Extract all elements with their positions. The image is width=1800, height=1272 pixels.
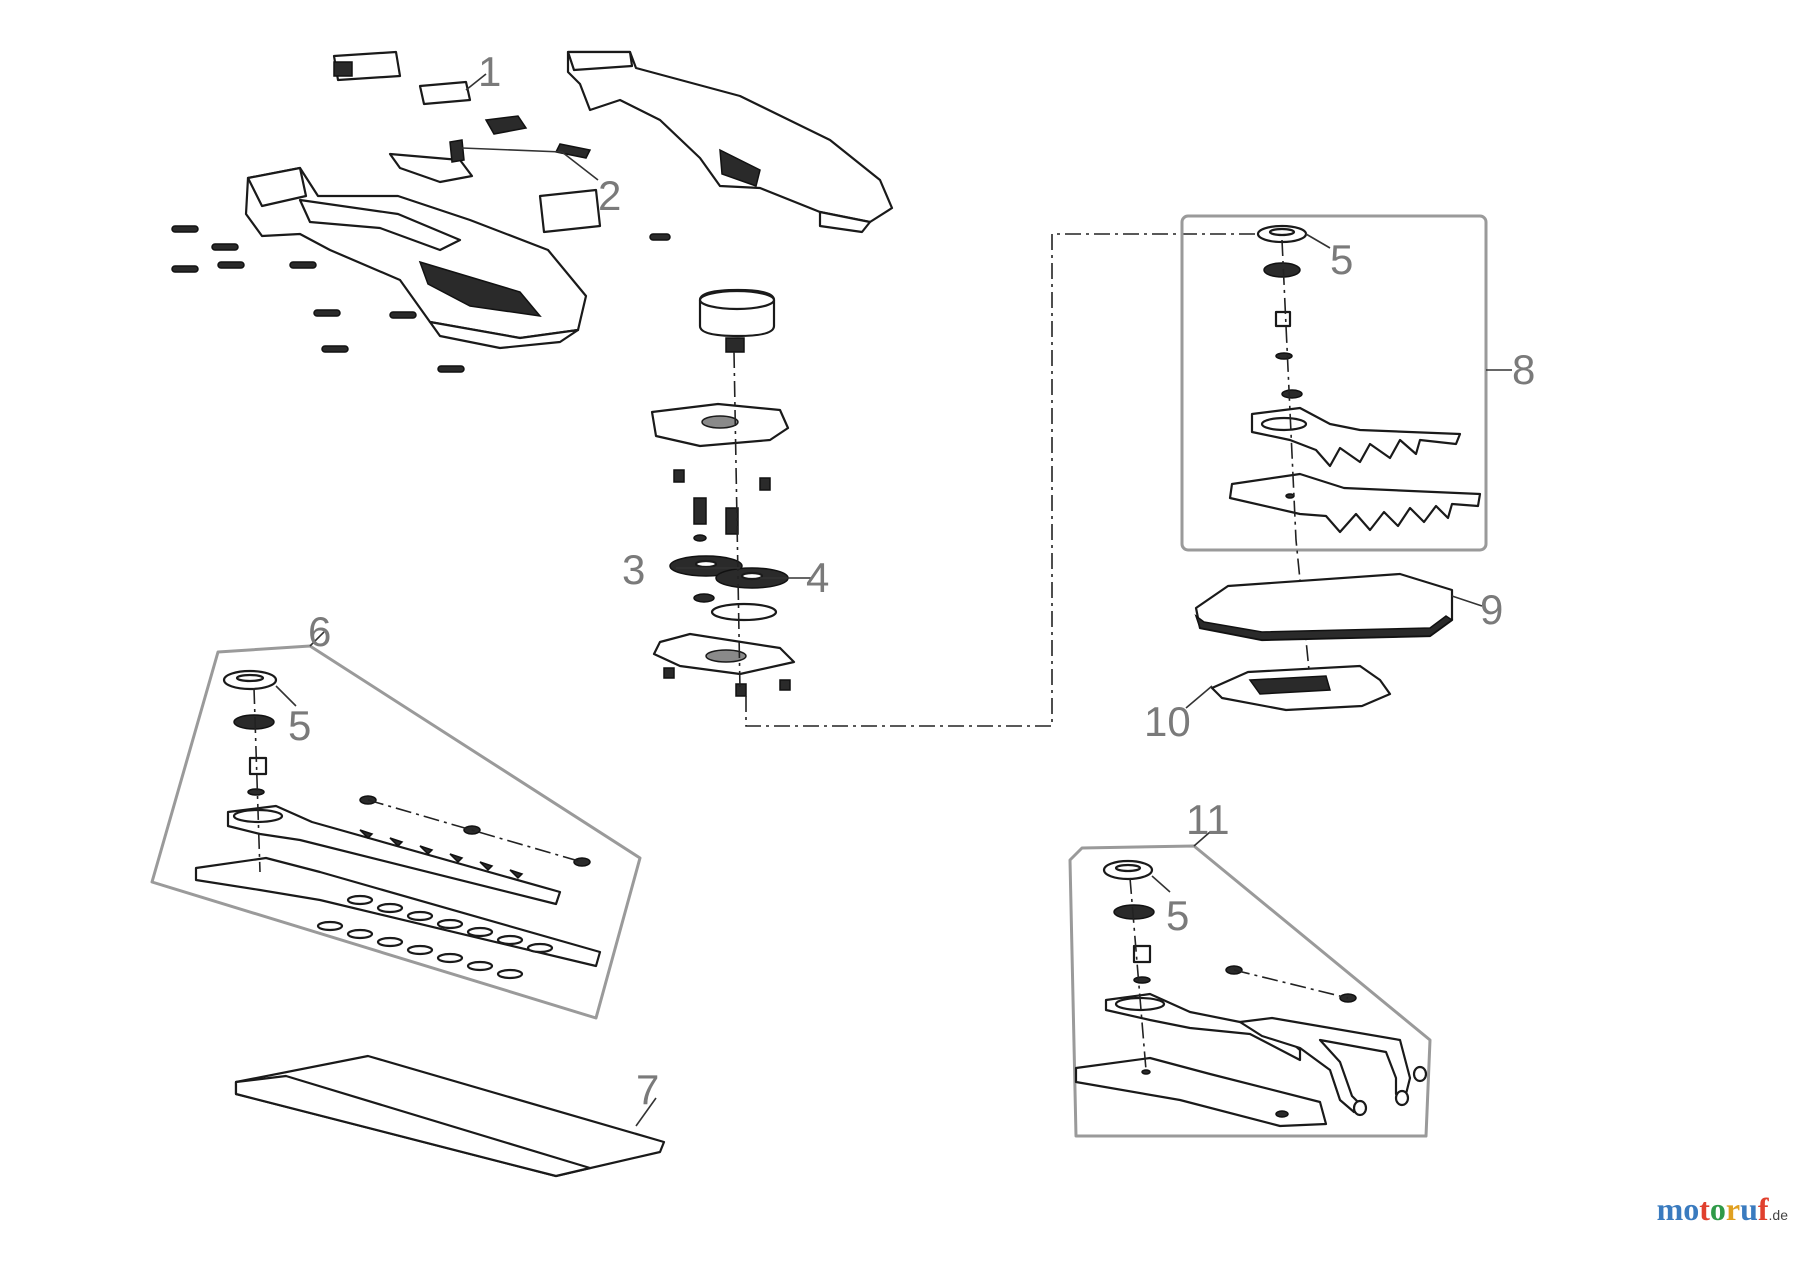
- blade-assembly-6: [194, 669, 602, 980]
- label-6: 6: [308, 608, 331, 655]
- leader-lines: [275, 73, 1512, 1127]
- blade-guard-7: [234, 1054, 666, 1178]
- label-9: 9: [1480, 586, 1503, 633]
- rivet-line-11: [1233, 969, 1349, 999]
- housing-left: [244, 166, 588, 350]
- part-labels: 1 2 3 4 5 5 5 6 7 8 9 10 11: [288, 48, 1535, 1113]
- label-1: 1: [478, 48, 501, 95]
- axis-group-6: [253, 687, 261, 873]
- switch-parts: [332, 50, 602, 234]
- axis-group-8: [1281, 239, 1311, 681]
- base-plate: [652, 632, 796, 697]
- label-11: 11: [1186, 796, 1230, 843]
- blade-guard-9: [1194, 572, 1454, 642]
- label-4: 4: [806, 554, 829, 601]
- label-2: 2: [598, 172, 621, 219]
- label-10: 10: [1144, 698, 1191, 745]
- motor: [698, 288, 776, 353]
- gear-screws: [673, 469, 771, 542]
- label-3: 3: [622, 546, 645, 593]
- frame-group-8: [1180, 214, 1488, 552]
- axis-group-11: [1129, 877, 1147, 1071]
- gears: [669, 555, 789, 622]
- brand-name: motoruf: [1656, 1191, 1769, 1227]
- brand-tld: .de: [1768, 1207, 1788, 1223]
- rivet-line-6: [367, 799, 583, 863]
- blade-assembly-11: [1074, 859, 1428, 1128]
- frame-group-6: [150, 644, 642, 1020]
- label-5-group-8: 5: [1330, 236, 1353, 283]
- label-5-group-6: 5: [288, 702, 311, 749]
- gear-housing: [650, 402, 790, 448]
- housing-right: [566, 50, 894, 234]
- label-8: 8: [1512, 346, 1535, 393]
- label-5-group-11: 5: [1166, 892, 1189, 939]
- screws-left: [171, 225, 671, 373]
- blade-assembly-8: [1228, 224, 1482, 534]
- connector-line: [745, 233, 1256, 727]
- label-7: 7: [636, 1066, 659, 1113]
- cover-10: [1210, 664, 1392, 712]
- brand-watermark: motoruf.de: [1657, 1191, 1788, 1228]
